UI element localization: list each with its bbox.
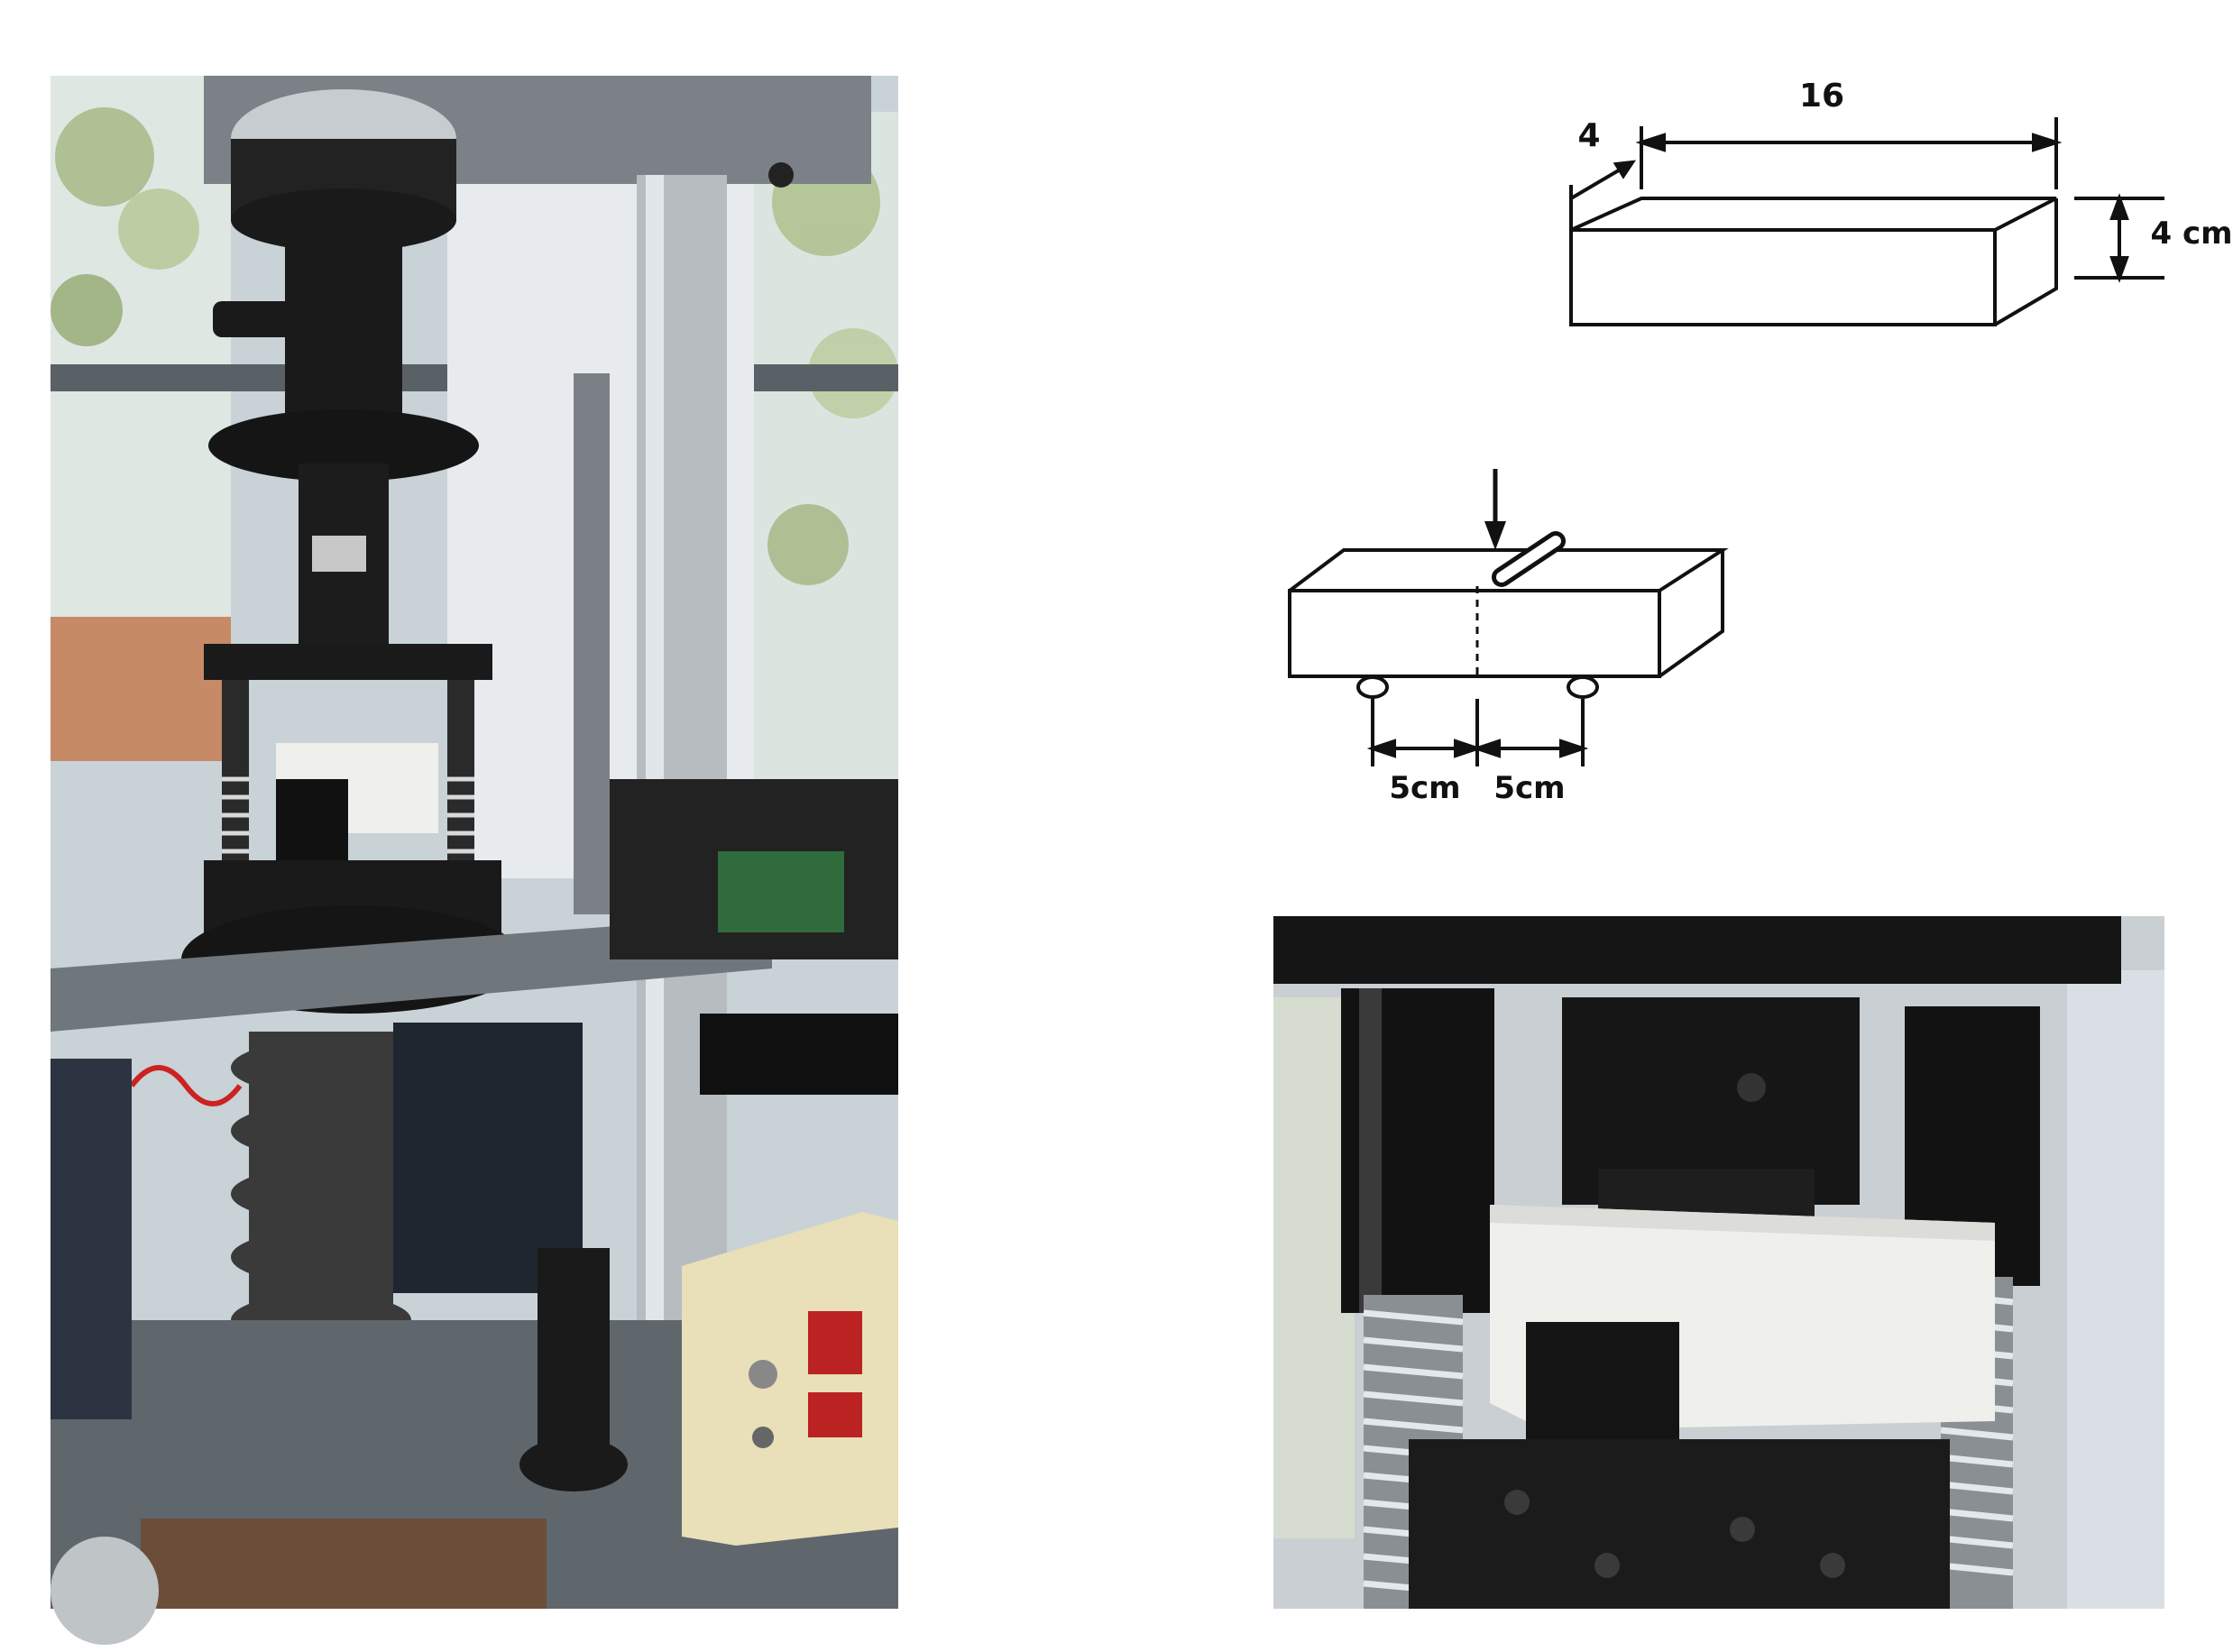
span-left-label: 5cm bbox=[1389, 770, 1460, 806]
support-rollers bbox=[1356, 675, 1599, 699]
load-arrow-icon bbox=[1484, 469, 1506, 550]
bending-setup-drawing: 5cm 5cm bbox=[1288, 469, 1729, 806]
height-label: 4 cm bbox=[2150, 216, 2232, 252]
width-dimension bbox=[1569, 160, 1637, 230]
control-box bbox=[682, 1212, 898, 1546]
testing-machine-illustration bbox=[51, 76, 898, 1645]
upper-flange bbox=[208, 409, 479, 482]
span-dimensions bbox=[1366, 699, 1589, 766]
closeup-crosshead bbox=[1273, 916, 2121, 984]
support-base bbox=[1409, 1439, 1950, 1609]
fixture-closeup-illustration bbox=[1273, 916, 2164, 1609]
prism-outline bbox=[1569, 197, 2058, 326]
width-label: 4 bbox=[1577, 117, 1600, 154]
testing-machine-photo bbox=[51, 76, 898, 1645]
foliage bbox=[51, 107, 898, 585]
height-dimension bbox=[2074, 193, 2164, 283]
keyboard bbox=[700, 1014, 898, 1095]
span-right-label: 5cm bbox=[1493, 770, 1565, 806]
specimen-dimension-drawing: 16 4 4 cm bbox=[1569, 78, 2233, 326]
brick-building bbox=[51, 617, 231, 761]
actuator-rod bbox=[285, 238, 402, 418]
lower-frame-beam bbox=[51, 914, 772, 1032]
three-point-bending-diagram: 5cm 5cm bbox=[1263, 451, 1768, 812]
fixture-closeup-photo bbox=[1273, 916, 2164, 1609]
length-label: 16 bbox=[1799, 78, 1844, 115]
specimen-dimension-diagram: 16 4 4 cm bbox=[1533, 63, 2233, 334]
length-dimension bbox=[1635, 117, 2063, 189]
spare-cylinder bbox=[538, 1248, 610, 1464]
fixture-top-plate bbox=[204, 644, 492, 680]
load-roller bbox=[1492, 531, 1566, 587]
